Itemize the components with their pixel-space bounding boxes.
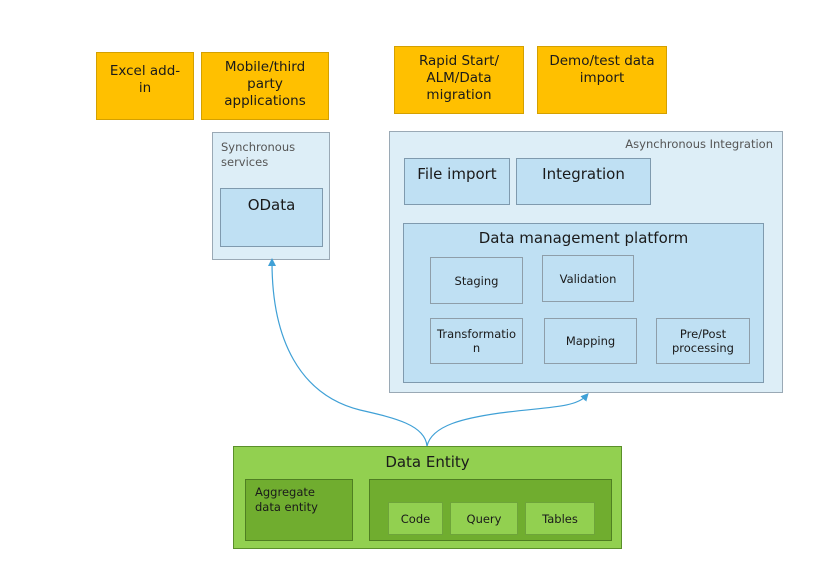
- demo-data-box: Demo/test data import: [537, 46, 667, 114]
- asynchronous-integration-title: Asynchronous Integration: [625, 137, 773, 151]
- data-entity-title: Data Entity: [385, 453, 470, 471]
- synchronous-services-panel: Synchronous services OData: [212, 132, 330, 260]
- file-import-label: File import: [417, 165, 497, 183]
- staging-box: Staging: [430, 257, 523, 304]
- query-label: Query: [466, 511, 502, 526]
- mobile-apps-box: Mobile/third party applications: [201, 52, 329, 120]
- asynchronous-integration-panel: Asynchronous Integration File import Int…: [389, 131, 783, 393]
- mapping-label: Mapping: [565, 334, 616, 348]
- aggregate-data-entity-box: Aggregate data entity: [245, 479, 353, 541]
- odata-label: OData: [247, 196, 296, 214]
- mapping-box: Mapping: [544, 318, 637, 364]
- synchronous-services-title: Synchronous services: [221, 140, 296, 169]
- integration-label: Integration: [542, 165, 625, 183]
- entity-components-box: Code Query Tables: [369, 479, 612, 541]
- mobile-apps-label: Mobile/third party applications: [224, 59, 306, 109]
- tables-label: Tables: [542, 511, 578, 526]
- code-box: Code: [388, 502, 443, 535]
- integration-box: Integration: [516, 158, 651, 205]
- staging-label: Staging: [454, 273, 499, 288]
- code-label: Code: [400, 511, 431, 526]
- data-management-platform-title: Data management platform: [478, 229, 689, 247]
- demo-data-label: Demo/test data import: [549, 53, 655, 86]
- validation-box: Validation: [542, 255, 634, 302]
- aggregate-data-entity-label: Aggregate data entity: [255, 485, 318, 514]
- query-box: Query: [450, 502, 518, 535]
- data-management-platform-box: Data management platform Staging Validat…: [403, 223, 764, 383]
- validation-label: Validation: [559, 271, 617, 286]
- arrow-to-odata: [268, 258, 428, 447]
- arrow-to-async: [426, 393, 589, 447]
- data-entity-box: Data Entity Aggregate data entity Code Q…: [233, 446, 622, 549]
- pre-post-processing-label: Pre/Post processing: [672, 327, 734, 355]
- transformation-label: Transformatio n: [437, 327, 516, 355]
- rapid-start-box: Rapid Start/ ALM/Data migration: [394, 46, 524, 114]
- transformation-box: Transformatio n: [430, 318, 523, 364]
- excel-addin-label: Excel add- in: [109, 63, 181, 96]
- pre-post-processing-box: Pre/Post processing: [656, 318, 750, 364]
- file-import-box: File import: [404, 158, 510, 205]
- excel-addin-box: Excel add- in: [96, 52, 194, 120]
- tables-box: Tables: [525, 502, 595, 535]
- odata-box: OData: [220, 188, 323, 247]
- rapid-start-label: Rapid Start/ ALM/Data migration: [418, 53, 500, 103]
